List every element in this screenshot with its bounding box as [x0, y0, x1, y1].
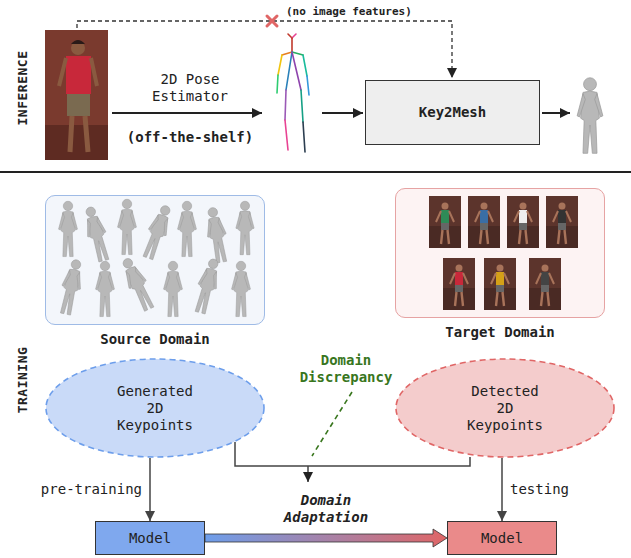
output-mesh — [577, 78, 603, 154]
node-text: Model — [481, 530, 523, 547]
merge-line — [235, 442, 470, 466]
connector — [149, 458, 151, 521]
skip-note: (no image features) — [284, 3, 414, 20]
discrepancy-line — [312, 392, 352, 456]
skip-line — [77, 21, 452, 78]
node-text: Generated 2D Keypoints — [109, 383, 201, 434]
panel-fill — [45, 195, 265, 325]
ellipse-shape — [396, 359, 614, 457]
keypoint-set: Generated 2D Keypoints — [45, 358, 265, 458]
edge-label: testing — [510, 481, 569, 498]
domain-panel: Target Domain — [395, 188, 605, 341]
section-label: TRAINING — [14, 347, 31, 414]
flow-arrow — [542, 112, 570, 114]
model-box: Model — [95, 521, 205, 555]
model-box: Model — [447, 521, 557, 555]
photo-collection — [429, 196, 578, 310]
input-photo — [45, 30, 108, 160]
ellipse-shape — [46, 359, 264, 457]
text-wrap: Detected 2D Keypoints — [459, 383, 551, 434]
flow-arrow — [322, 112, 363, 114]
node-text: Detected 2D Keypoints — [459, 383, 551, 434]
panel-heading: Target Domain — [445, 324, 555, 341]
section-divider — [0, 171, 631, 173]
panel-frame — [45, 195, 265, 325]
flow-arrow — [112, 112, 262, 114]
cross-mark — [267, 16, 277, 26]
pose-skeleton — [277, 34, 309, 152]
domain-panel: Source Domain — [45, 195, 265, 348]
discrepancy-label: Domain Discrepancy — [294, 352, 398, 386]
model-box: Key2Mesh — [365, 80, 540, 145]
edge-label: pre-training — [41, 481, 142, 498]
node-text: Model — [129, 530, 171, 547]
keypoint-set: Detected 2D Keypoints — [395, 358, 615, 458]
step-note: (off-the-shelf) — [127, 129, 253, 146]
text-wrap: Generated 2D Keypoints — [109, 383, 201, 434]
adaptation-arrow — [205, 529, 447, 547]
section-label: INFERENCE — [14, 51, 31, 126]
panel-frame — [395, 188, 605, 318]
connector — [501, 458, 503, 521]
edge-label: Domain Adaptation — [274, 492, 378, 526]
mesh-collection — [56, 199, 254, 316]
node-text: Key2Mesh — [419, 104, 486, 121]
merge-arrow — [307, 466, 309, 482]
panel-heading: Source Domain — [100, 331, 210, 348]
step-label: 2D Pose Estimator — [140, 71, 240, 105]
panel-fill — [395, 188, 605, 318]
